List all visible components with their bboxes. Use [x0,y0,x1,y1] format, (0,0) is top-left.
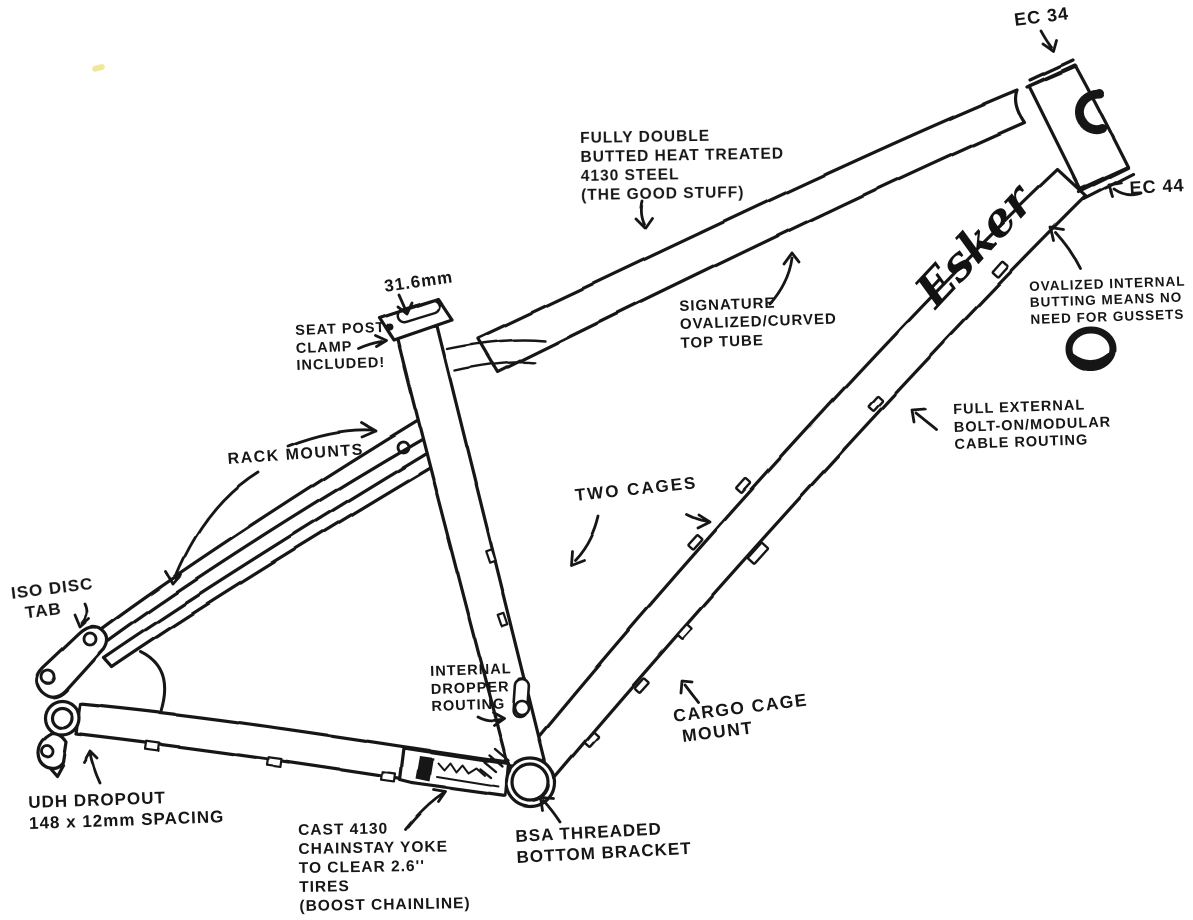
note-udh-dropout: UDH DROPOUT 148 x 12mm SPACING [28,788,225,833]
note-tubing: FULLY DOUBLE BUTTED HEAT TREATED 4130 ST… [580,127,785,204]
arrow-seatpost-clamp [357,334,389,351]
dropper-port-hole [513,699,531,717]
chainstay-yoke [398,746,511,798]
chainstay-boss [266,756,283,769]
arrow-tubing [634,199,654,230]
arrow-rack-mounts-upper [286,421,378,448]
arrow-ec34 [1039,29,1058,53]
arrow-cable-routing [910,407,938,431]
top-tube [445,88,1026,374]
arrow-yoke [404,788,448,832]
arrow-dropper [475,710,506,727]
note-chainstay-yoke: CAST 4130 CHAINSTAY YOKE TO CLEAR 2.6'' … [298,820,471,915]
note-top-tube: SIGNATURE OVALIZED/CURVED TOP TUBE [679,294,838,352]
note-ovalized-butting: OVALIZED INTERNAL BUTTING MEANS NO NEED … [1029,273,1186,327]
arrow-ovalized [1049,226,1082,270]
chainstay-boss [144,740,161,753]
disc-tab-hole [40,669,56,685]
bottom-bracket-shell [478,747,557,809]
arrow-ec44 [1107,181,1143,199]
disc-tab-hole [82,631,98,647]
arrow-bb [539,796,562,824]
rack-mount-hole [396,440,410,454]
down-tube [524,168,1088,780]
arrow-udh [82,749,102,785]
arrow-two-cages-left [569,514,600,567]
seatpost-clamp [378,297,454,342]
bottle-boss [485,548,497,564]
arrow-iso-disc [73,602,91,629]
arrow-two-cages-right [684,512,712,530]
stay-bridge [139,650,167,713]
note-ec44: EC 44 [1129,175,1186,198]
arrow-rack-mounts-lower [164,470,260,586]
arrow-seatpost-dia [396,293,414,316]
head-tube [1025,58,1135,201]
headtube-logo-mark [1075,89,1107,134]
arrow-top-tube [768,251,801,306]
arrow-cargo [679,679,700,704]
oval-cross-section-glyph [1065,326,1117,372]
chainstay-boss [380,771,397,784]
note-cable-routing: FULL EXTERNAL BOLT-ON/MODULAR CABLE ROUT… [953,397,1112,454]
cable-guide-bosses [583,260,1010,748]
paper-speck [92,63,105,72]
seat-tube [394,324,549,772]
note-seatpost-clamp: SEAT POST CLAMP INCLUDED! [295,319,386,375]
annotation-arrows [73,29,1143,832]
bottle-boss [497,612,509,628]
dropout [35,625,109,778]
note-dropper-routing: INTERNAL DROPPER ROUTING [430,661,512,716]
